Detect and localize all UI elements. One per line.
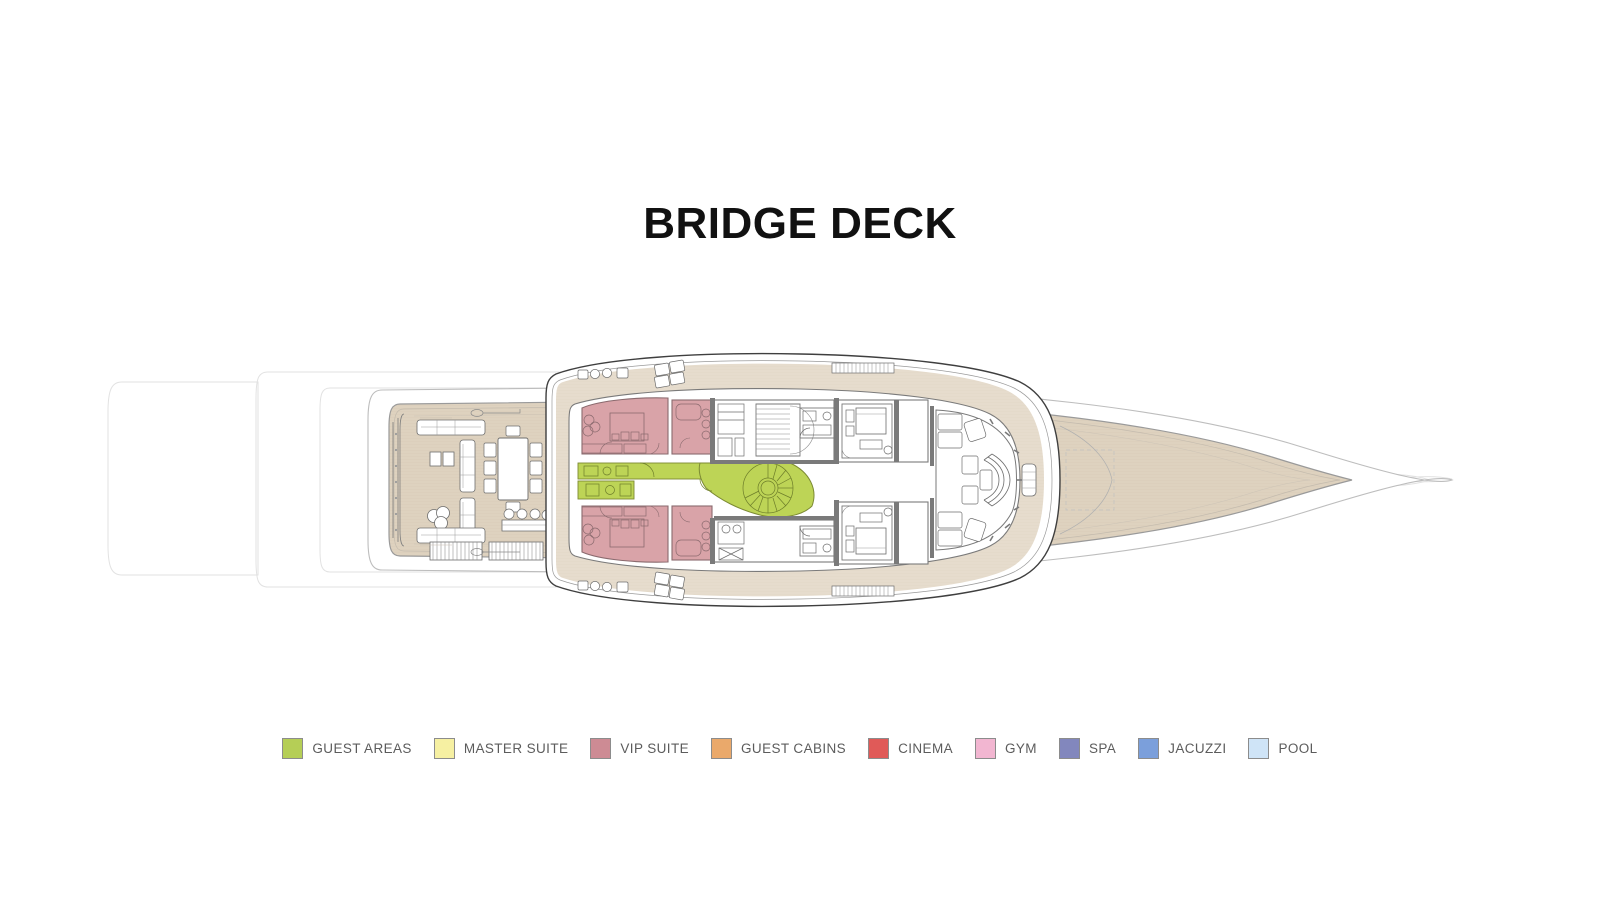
legend-item-guest-areas[interactable]: GUEST AREAS	[282, 738, 411, 759]
spiral-staircase-lobby	[698, 462, 815, 518]
deck-plan-svg	[107, 352, 1454, 608]
legend-item-gym[interactable]: GYM	[975, 738, 1037, 759]
legend-item-jacuzzi[interactable]: JACUZZI	[1138, 738, 1226, 759]
legend-label-pool: POOL	[1278, 741, 1318, 756]
plan-annotations	[420, 417, 452, 546]
ottoman-cluster	[427, 506, 450, 530]
legend-swatch-master-suite	[433, 738, 455, 759]
legend-item-cinema[interactable]: CINEMA	[868, 738, 953, 759]
yacht-deck-plan	[0, 330, 1600, 630]
vip-suite-starboard	[581, 505, 669, 563]
legend-label-cinema: CINEMA	[898, 741, 953, 756]
rail-stanchions	[394, 432, 398, 532]
day-head	[717, 521, 745, 561]
bulkheads	[710, 398, 934, 566]
helm-console	[1021, 463, 1037, 497]
aft-deck-lounge	[416, 409, 553, 561]
legend-label-guest-cabins: GUEST CABINS	[741, 741, 847, 756]
deck-plan-legend: GUEST AREAS MASTER SUITE VIP SUITE GUEST…	[0, 738, 1600, 759]
coffee-table	[429, 451, 455, 467]
legend-label-jacuzzi: JACUZZI	[1168, 741, 1227, 756]
spiral-staircase	[742, 462, 794, 514]
aft-settee-bottom	[416, 527, 486, 544]
deck-hatches	[470, 409, 521, 556]
legend-swatch-guest-areas	[282, 738, 304, 759]
pantry	[717, 403, 745, 457]
legend-swatch-guest-cabins	[711, 738, 733, 759]
page-title: BRIDGE DECK	[643, 199, 957, 248]
legend-swatch-vip-suite	[590, 738, 612, 759]
legend-swatch-gym	[975, 738, 996, 759]
legend-label-vip-suite: VIP SUITE	[620, 741, 690, 756]
forward-lounge	[935, 409, 1037, 551]
guest-cabin-port	[841, 403, 893, 459]
legend-label-spa: SPA	[1088, 741, 1117, 756]
curved-bow-sofa	[983, 453, 1011, 507]
legend-swatch-cinema	[868, 738, 890, 759]
superstructure-deck-furniture	[577, 359, 895, 601]
legend-label-master-suite: MASTER SUITE	[463, 741, 569, 756]
foredeck-detail	[1059, 425, 1115, 535]
aft-settee-top	[416, 419, 486, 436]
legend-item-master-suite[interactable]: MASTER SUITE	[433, 738, 569, 759]
window-mullions	[989, 418, 1022, 542]
vip-suite-port	[581, 397, 669, 455]
midship-interior	[710, 398, 934, 566]
legend-item-pool[interactable]: POOL	[1248, 738, 1317, 759]
vip-bathroom-port	[671, 399, 713, 455]
legend-item-spa[interactable]: SPA	[1058, 738, 1117, 759]
aft-stair-port	[488, 541, 544, 561]
guest-cabin-starboard	[841, 505, 893, 561]
aft-sofa-port	[459, 439, 476, 493]
guest-bath-port	[799, 407, 835, 439]
legend-swatch-jacuzzi	[1138, 738, 1160, 759]
legend-label-gym: GYM	[1005, 741, 1037, 756]
legend-label-guest-areas: GUEST AREAS	[312, 741, 412, 756]
legend-item-guest-cabins[interactable]: GUEST CABINS	[711, 738, 846, 759]
aft-stair-starboard	[429, 541, 483, 561]
legend-swatch-spa	[1058, 738, 1080, 759]
legend-item-vip-suite[interactable]: VIP SUITE	[590, 738, 689, 759]
bar-counter	[501, 508, 553, 532]
lobby-fittings	[583, 462, 713, 497]
straight-staircase	[755, 403, 815, 457]
legend-swatch-pool	[1248, 738, 1270, 759]
side-stair-top	[831, 362, 895, 374]
side-stair-bottom	[831, 585, 895, 597]
vip-bathroom-starboard	[671, 505, 713, 561]
bulwark-rails	[392, 413, 405, 547]
